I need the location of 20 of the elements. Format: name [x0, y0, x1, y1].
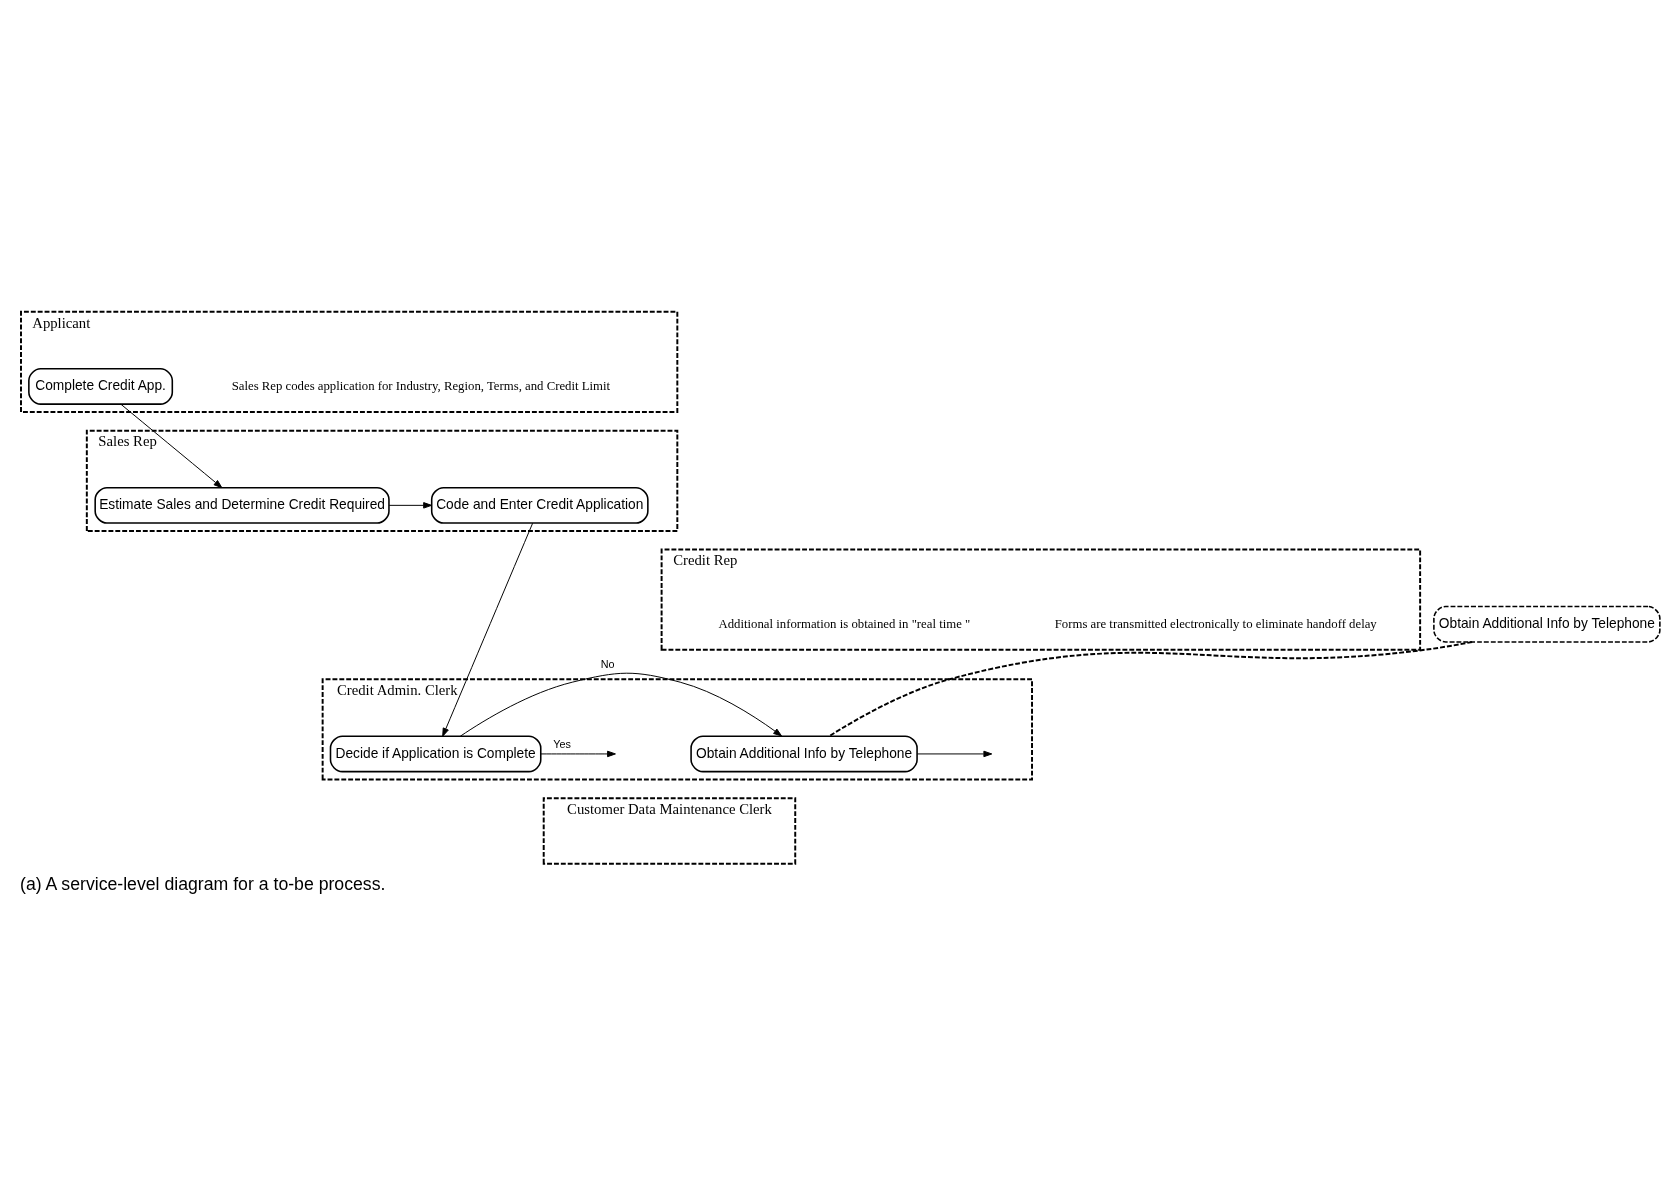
label: Sales Rep codes application for Industry, Region, Terms, and Credit Limit: [231, 378, 611, 393]
arrow: [459, 672, 783, 737]
node-box: Code and Enter Credit Application: [430, 486, 649, 524]
arrow: [540, 750, 616, 758]
arrow: [388, 502, 432, 509]
connector: [828, 641, 1474, 738]
node-box: Decide if Application is Complete: [329, 735, 542, 773]
node-box: Estimate Sales and Determine Credit Required: [94, 486, 390, 524]
arrow: [120, 403, 223, 489]
node-box: Customer Data Maintenance Clerk: [542, 797, 797, 865]
edge-label: No: [600, 658, 615, 671]
node-box: Obtain Additional Info by Telephone: [690, 735, 918, 773]
edge-label: Yes: [553, 737, 571, 750]
label: Additional information is obtained in "real time ": [718, 616, 971, 631]
node-box: Obtain Additional Info by Telephone: [1433, 605, 1661, 643]
label: Forms are transmitted electronically to eliminate handoff delay: [1054, 616, 1377, 631]
node-box: Complete Credit App.: [28, 368, 174, 405]
caption: (a) A service-level diagram for a to-be process.: [20, 873, 386, 894]
arrow: [916, 750, 993, 758]
arrow: [442, 522, 534, 737]
